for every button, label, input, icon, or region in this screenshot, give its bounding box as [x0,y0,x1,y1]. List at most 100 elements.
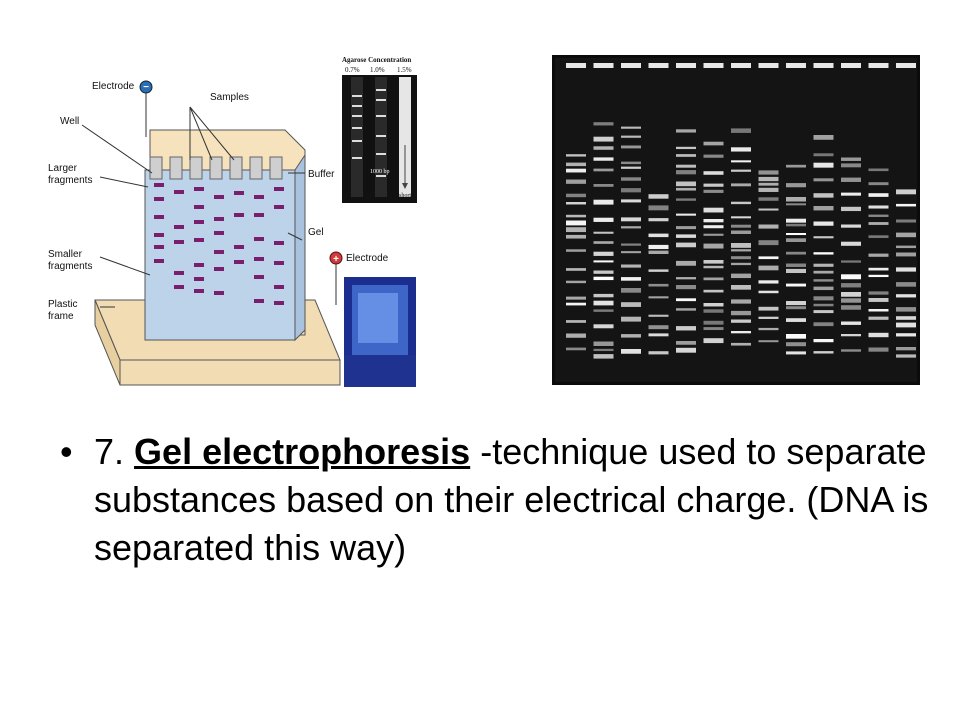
gel-band [841,224,861,228]
gel-band [648,244,669,250]
gel-band [566,202,586,205]
gel-band [621,288,641,293]
gel-band [813,351,834,354]
gel-band [676,146,696,150]
plastic-frame-front [119,359,341,386]
gel-band [896,354,916,358]
gel-band [896,252,916,257]
gel-band [703,320,724,325]
gel-band [593,122,614,126]
gel-band [813,162,834,168]
gel-band [648,250,669,255]
gel-band [703,233,724,236]
gel-band [676,234,696,238]
gel-band [703,171,724,175]
gel-band [648,218,669,222]
gel-band [758,290,779,294]
gel-band [648,296,669,299]
gel-band [621,349,641,354]
gel-band [786,318,806,322]
gel-band [731,243,751,248]
gel-band [676,213,696,216]
gel-band [703,189,724,193]
gel-band [566,179,586,184]
gel-band [731,262,751,266]
gel-band [786,251,806,255]
gel-band [868,316,889,320]
gel-band [896,322,916,328]
gel-band [758,256,779,260]
gel-band [786,301,806,306]
gel-band [621,188,641,193]
gel-band [786,334,806,339]
gel-band [566,268,586,271]
gel-well [868,63,889,68]
gel-band [593,324,614,329]
gel-band [813,263,834,267]
gel-band [566,347,586,351]
gel-band [841,206,861,212]
gel-band [758,306,779,311]
label-smaller: Smaller [48,249,83,260]
gel-band [896,307,916,312]
bullet-marker: • [60,431,73,472]
gel-band [566,154,586,157]
gel-band [566,320,586,323]
gel-band [593,217,614,222]
gel-band [676,154,696,157]
term-gel-electrophoresis: Gel electrophoresis [134,431,471,472]
gel-band [868,168,889,172]
gel-band [731,224,751,228]
gel-band [896,203,916,207]
label-buffer: Buffer [308,169,335,180]
gel-band [566,227,586,233]
gel-band [868,347,889,352]
gel-band [786,268,806,274]
blue-gel-photo [344,277,416,387]
gel-band [648,351,669,355]
gel-band [676,341,696,345]
gel-band [841,298,861,303]
gel-band [621,126,641,129]
gel-band [593,341,614,346]
gel-band [676,242,696,248]
gel-band [703,327,724,331]
label-samples: Samples [210,92,249,103]
gel-band [896,333,916,337]
gel-band [813,221,834,226]
gel-apparatus-diagram: − + Electrode Samples Well Larger fragme… [48,56,417,387]
gel-band [813,178,834,182]
gel-band [593,354,614,359]
inset-marker-label: 1000 bp [370,169,390,175]
gel-band [593,309,614,312]
gel-well [566,63,586,68]
gel-band [703,277,724,281]
inset-conc-3: 1.5% [397,66,412,74]
gel-band [896,294,916,298]
gel-band [703,243,724,249]
gel-band [786,238,806,242]
gel-band [841,349,861,352]
gel-band [813,322,834,327]
gel-well [813,63,834,68]
gel-band [731,216,751,219]
gel-band [731,230,751,234]
gel-band [731,331,751,334]
gel-band [566,168,586,173]
gel-band [813,296,834,301]
gel-band [813,193,834,198]
gel-band [758,240,779,246]
gel-band [758,176,779,182]
gel-band [593,348,614,352]
label-leader-lines [81,106,305,308]
gel-band [786,223,806,227]
gel-band [703,154,724,158]
gel-band [758,197,779,201]
gel-well [786,63,806,68]
gel-band [703,289,724,293]
gel-band [703,141,724,146]
bullet-number: 7. [94,431,125,472]
gel-band [703,260,724,264]
gel-band [731,310,751,316]
gel-band [731,249,751,252]
